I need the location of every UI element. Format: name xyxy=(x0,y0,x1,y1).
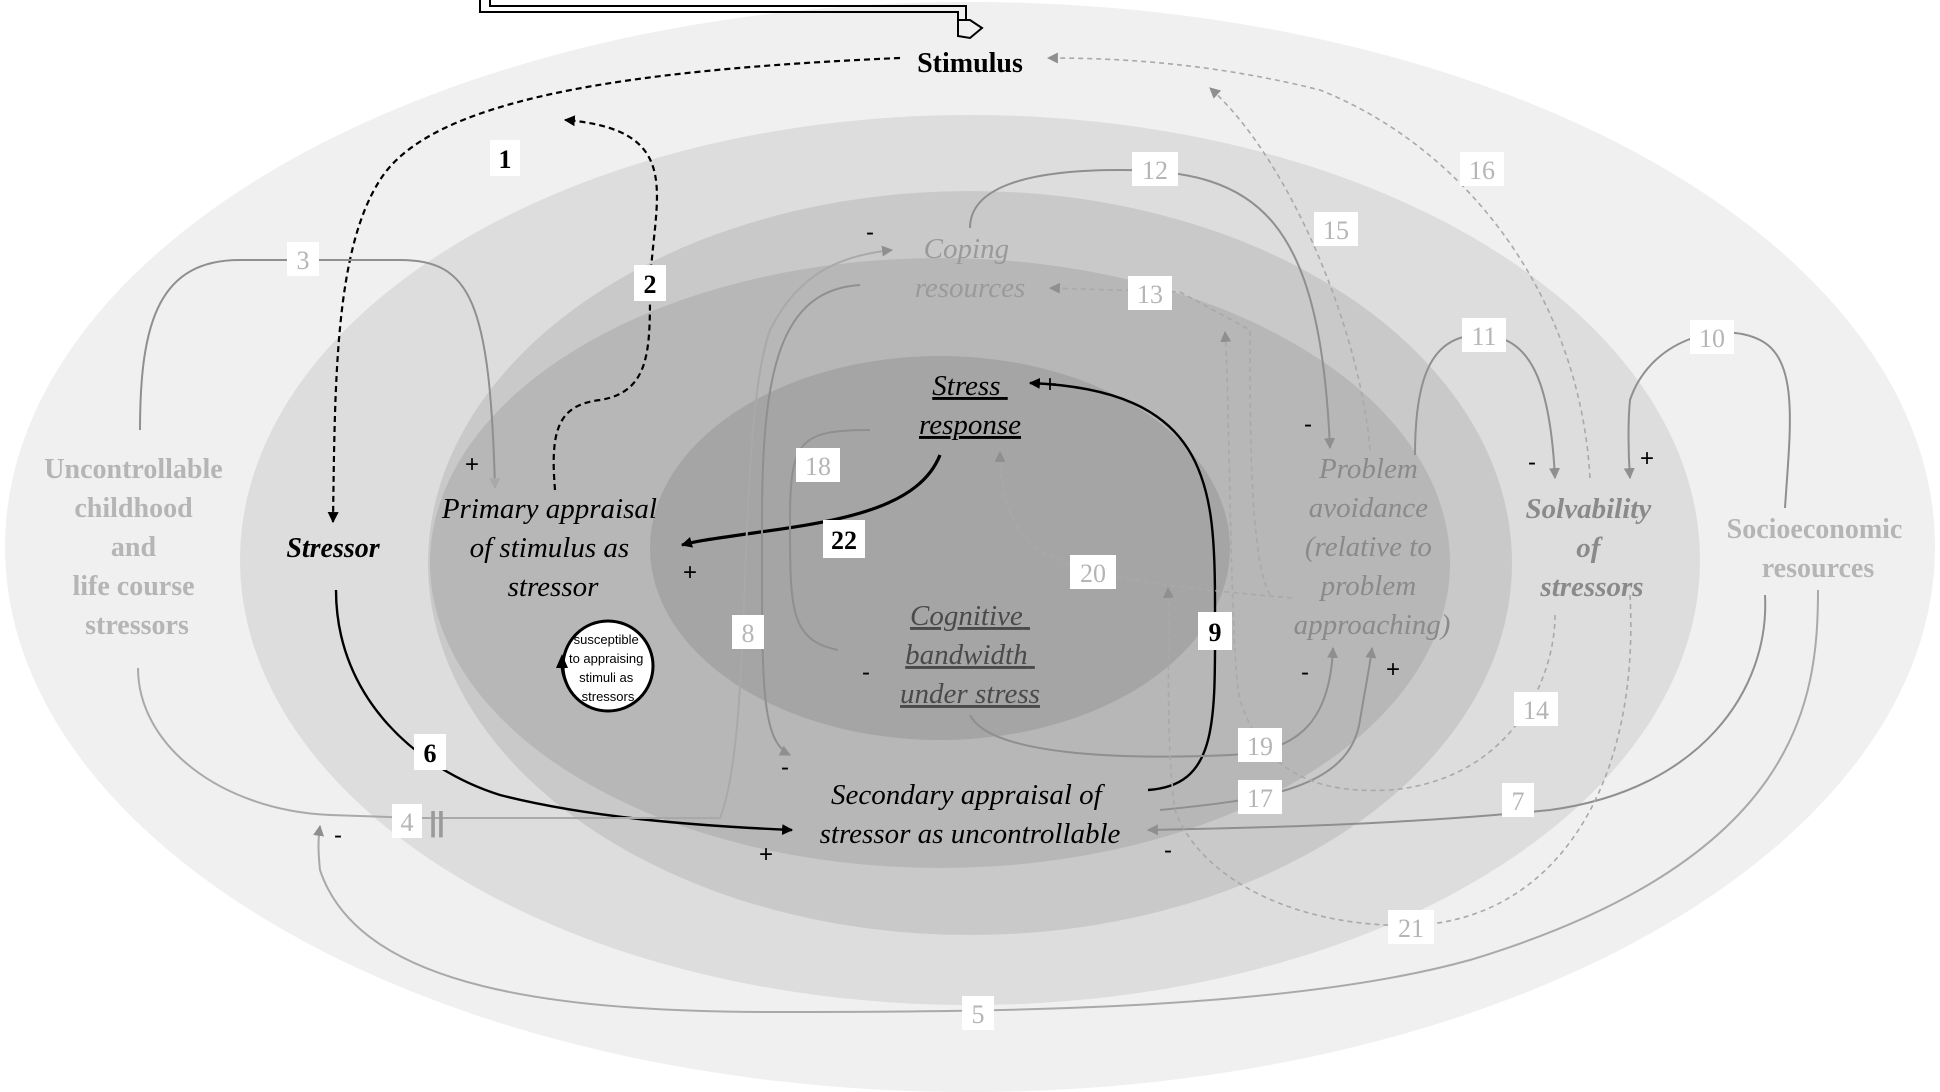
susceptibility-text: susceptible to appraising stimuli as str… xyxy=(569,632,647,704)
nodes: Stimulus Stressor Primary appraisal of s… xyxy=(44,48,1910,850)
node-stimulus: Stimulus xyxy=(917,48,1023,79)
svg-text:19: 19 xyxy=(1247,732,1273,761)
svg-text:13: 13 xyxy=(1137,280,1163,309)
link-20-path xyxy=(994,450,1293,599)
link-2-path xyxy=(552,115,659,491)
node-stressor: Stressor xyxy=(286,533,380,564)
sign-minus-secondary-left: - xyxy=(781,754,789,781)
svg-text:14: 14 xyxy=(1523,696,1549,725)
svg-text:16: 16 xyxy=(1469,156,1495,185)
svg-text:20: 20 xyxy=(1080,559,1106,588)
svg-text:10: 10 xyxy=(1699,324,1725,353)
link-labels: 1 2 3 4 5 6 7 8 9 10 11 12 13 14 15 16 1… xyxy=(287,140,1734,1030)
label-7: 7 xyxy=(1502,783,1534,817)
node-problem-avoidance: Problem avoidance (relative to problem a… xyxy=(1294,453,1451,641)
loop-arrowhead-icon xyxy=(556,654,568,668)
link-22-path xyxy=(680,454,942,548)
connections xyxy=(137,52,1819,1014)
label-18: 18 xyxy=(796,448,840,482)
polarity-signs: + + + - - - + - - - - + - + xyxy=(334,219,1654,868)
svg-text:7: 7 xyxy=(1512,787,1525,816)
svg-text:12: 12 xyxy=(1142,156,1168,185)
node-solvability: Solvability of stressors xyxy=(1526,493,1659,603)
label-15: 15 xyxy=(1314,212,1358,246)
sign-plus-solvability: + xyxy=(1640,445,1654,472)
label-12: 12 xyxy=(1132,152,1178,186)
label-16: 16 xyxy=(1460,152,1504,186)
label-1: 1 xyxy=(490,140,520,176)
label-5: 5 xyxy=(962,996,994,1030)
sign-minus-problem-top: - xyxy=(1304,411,1312,438)
sign-minus-coping: - xyxy=(866,219,874,246)
svg-text:6: 6 xyxy=(424,739,437,768)
susceptibility-loop: susceptible to appraising stimuli as str… xyxy=(556,619,655,713)
link-13-path xyxy=(1048,282,1271,596)
svg-text:21: 21 xyxy=(1398,914,1424,943)
label-21: 21 xyxy=(1388,910,1434,944)
node-stress-response: Stress response xyxy=(919,370,1021,441)
label-19: 19 xyxy=(1238,728,1282,762)
svg-text:5: 5 xyxy=(972,1000,985,1029)
link-14-path xyxy=(1220,330,1556,792)
svg-text:22: 22 xyxy=(831,526,857,555)
sign-minus-solvability: - xyxy=(1528,449,1536,476)
node-secondary-appraisal: Secondary appraisal of stressor as uncon… xyxy=(820,779,1121,850)
link-19-path xyxy=(969,646,1339,758)
svg-text:4: 4 xyxy=(401,808,414,837)
node-uncontrollable-stressors: Uncontrollable childhood and life course… xyxy=(44,454,229,641)
svg-text:8: 8 xyxy=(742,619,755,648)
link-17-path xyxy=(1159,646,1377,811)
sign-minus-cognitive: - xyxy=(862,659,870,686)
input-arrow xyxy=(479,0,984,40)
node-primary-appraisal: Primary appraisal of stimulus as stresso… xyxy=(441,493,664,603)
link-3-path xyxy=(139,259,501,490)
node-socioeconomic: Socioeconomic resources xyxy=(1727,514,1910,584)
label-11: 11 xyxy=(1462,318,1506,352)
sign-plus-primary-22: + xyxy=(683,559,697,586)
sign-plus-secondary-bottom: + xyxy=(759,841,773,868)
context-rings xyxy=(5,2,1935,1092)
svg-text:11: 11 xyxy=(1471,322,1496,351)
label-22: 22 xyxy=(823,520,865,558)
label-13: 13 xyxy=(1128,276,1172,310)
link-18-19-path xyxy=(788,429,871,651)
label-10: 10 xyxy=(1690,320,1734,354)
node-coping-resources: Coping resources xyxy=(915,233,1026,304)
link-16-path xyxy=(1046,52,1591,479)
link-8-path xyxy=(760,284,861,756)
label-9: 9 xyxy=(1198,612,1232,650)
link-7-path xyxy=(1146,594,1767,836)
svg-text:2: 2 xyxy=(644,270,657,299)
sign-minus-stressor-bottom: - xyxy=(334,822,342,849)
link-5-path xyxy=(313,589,1819,1014)
svg-text:1: 1 xyxy=(499,145,512,174)
sign-plus-primary: + xyxy=(465,451,479,478)
sign-minus-secondary-right: - xyxy=(1164,837,1172,864)
svg-text:15: 15 xyxy=(1323,216,1349,245)
svg-text:18: 18 xyxy=(805,452,831,481)
label-14: 14 xyxy=(1514,692,1558,726)
label-20: 20 xyxy=(1070,555,1116,589)
label-2: 2 xyxy=(634,265,666,301)
svg-text:9: 9 xyxy=(1209,618,1222,647)
label-6: 6 xyxy=(414,734,446,770)
sign-minus-problem-bottom: - xyxy=(1301,659,1309,686)
ring-inner xyxy=(650,356,1230,740)
link-21-path xyxy=(1162,586,1632,927)
sign-plus-stress-response: + xyxy=(1043,371,1057,398)
label-8: 8 xyxy=(732,615,764,649)
link-6-path xyxy=(334,589,794,836)
delay-mark: || xyxy=(429,806,445,837)
node-cognitive-bandwidth: Cognitive bandwidth under stress xyxy=(900,600,1040,710)
link-9-path xyxy=(1028,377,1217,792)
label-3: 3 xyxy=(287,242,319,276)
svg-text:3: 3 xyxy=(297,246,310,275)
label-4: 4 xyxy=(392,804,422,838)
sign-plus-problem-bottom: + xyxy=(1386,656,1400,683)
label-17: 17 xyxy=(1238,780,1282,814)
svg-text:17: 17 xyxy=(1247,784,1273,813)
link-4-path xyxy=(137,245,894,819)
